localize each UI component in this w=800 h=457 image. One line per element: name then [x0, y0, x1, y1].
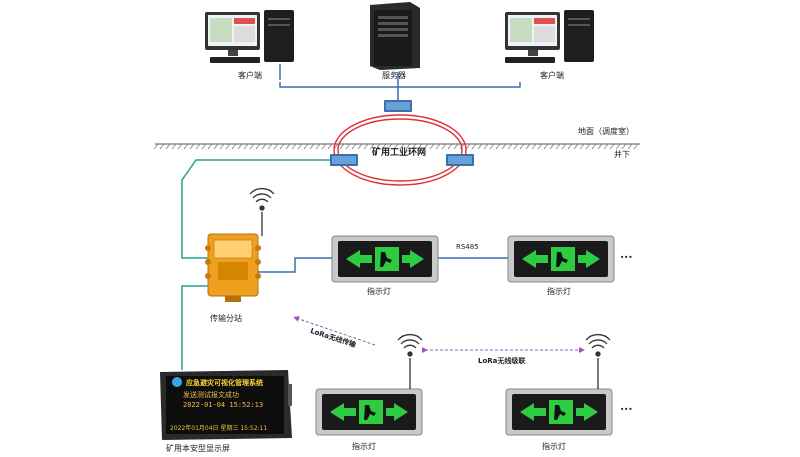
ring-to-substation-link — [181, 159, 330, 259]
client-computer-left — [205, 10, 294, 63]
transmission-substation-box — [205, 233, 261, 302]
top-network-links — [279, 72, 521, 100]
substation-antenna — [249, 188, 275, 236]
industrial-ring-network — [333, 114, 467, 186]
lora-transmission-arrow — [293, 316, 376, 346]
display-screen — [160, 370, 292, 440]
surface-label: 地面（调度室） — [578, 127, 634, 136]
ring-switch-right — [446, 154, 474, 166]
client-right-label: 客户端 — [540, 71, 564, 80]
substation-label: 传输分站 — [210, 314, 242, 323]
indicator-3-antenna — [397, 334, 423, 389]
display-title: 应急避灾可视化管理系统 — [186, 379, 263, 387]
lora-cascade-label: LoRa无线级联 — [478, 357, 526, 365]
indicator-light-4 — [505, 388, 613, 436]
top-ring-switch — [384, 100, 412, 112]
indicator-light-2 — [507, 235, 615, 283]
client-computer-right — [505, 10, 594, 63]
server-label: 服务器 — [382, 71, 406, 80]
ellipsis-1: ··· — [620, 250, 633, 264]
indicator-4-antenna — [585, 334, 611, 389]
indicator-light-1 — [331, 235, 439, 283]
server-tower — [370, 2, 420, 70]
ellipsis-2: ··· — [620, 402, 633, 416]
ground-surface-line — [153, 143, 640, 150]
display-screen-label: 矿用本安型显示屏 — [166, 444, 230, 453]
indicator-1-label: 指示灯 — [367, 287, 391, 296]
indicator-light-3 — [315, 388, 423, 436]
substation-to-indicator-link — [258, 257, 332, 273]
ring-network-label: 矿用工业环网 — [372, 148, 427, 158]
ring-switch-left — [330, 154, 358, 166]
display-timestamp: 2022-01-04 15:52:13 — [183, 401, 264, 409]
client-left-label: 客户端 — [238, 71, 262, 80]
rs485-label: RS485 — [456, 243, 479, 251]
indicator-3-label: 指示灯 — [352, 442, 376, 451]
indicator-4-label: 指示灯 — [542, 442, 566, 451]
substation-to-display-link — [181, 285, 208, 370]
display-date: 2022年01月04日 星期三 15:52:11 — [170, 425, 268, 432]
indicator-2-label: 指示灯 — [547, 287, 571, 296]
underground-label: 井下 — [614, 150, 630, 159]
display-status: 发送测试报文成功 — [183, 391, 239, 399]
